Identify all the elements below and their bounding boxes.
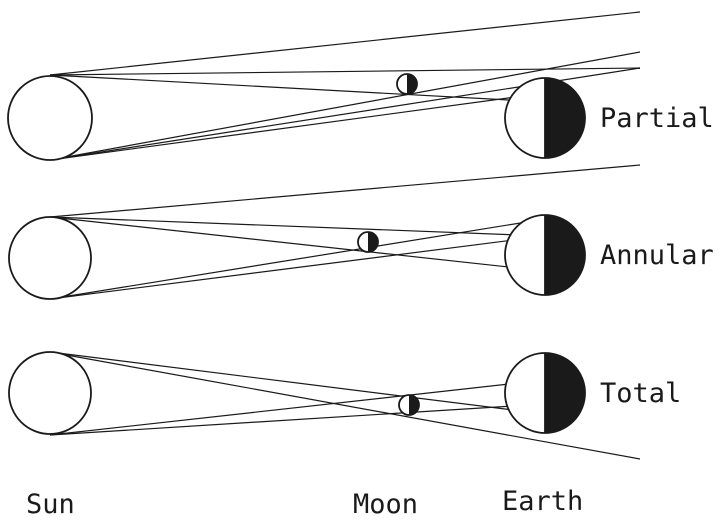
label-moon: Moon [353, 489, 418, 520]
moon-annular [357, 231, 379, 253]
sun-annular [8, 216, 92, 300]
label-annular: Annular [600, 240, 714, 271]
row-total: Total [8, 351, 681, 460]
earth-partial [504, 77, 586, 159]
earth-total [504, 352, 586, 434]
label-total: Total [600, 378, 681, 409]
label-earth: Earth [502, 486, 583, 517]
moon-partial [396, 73, 418, 95]
row-partial: Partial [7, 11, 714, 161]
earth-annular [504, 214, 586, 296]
moon-total [398, 394, 420, 416]
row-annular: Annular [8, 164, 714, 300]
sun-total [8, 351, 92, 435]
label-partial: Partial [600, 103, 714, 134]
label-sun: Sun [26, 489, 75, 520]
sun-partial [7, 75, 93, 161]
